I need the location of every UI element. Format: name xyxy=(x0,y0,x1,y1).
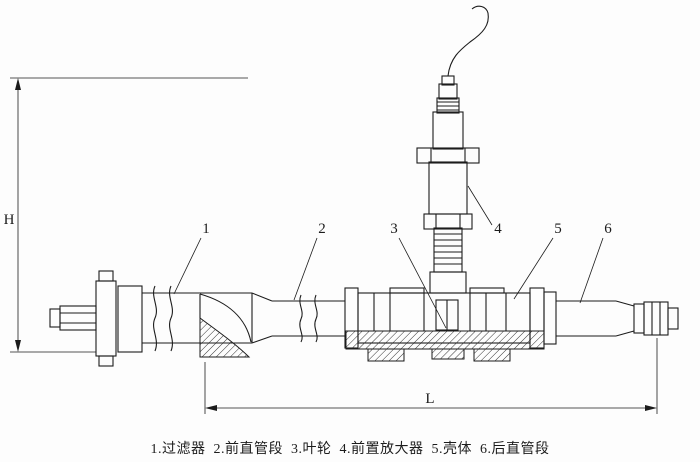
callout-2: 2 xyxy=(293,221,326,301)
filter-screen-arc xyxy=(199,293,252,343)
callout-2-leader xyxy=(293,237,318,301)
lock-nut xyxy=(423,213,473,230)
reducer-right xyxy=(615,330,635,337)
callout-3-label: 3 xyxy=(390,221,398,237)
l-dimension-label: L xyxy=(425,391,434,407)
housing-ring xyxy=(389,287,425,294)
pipe-break-line xyxy=(299,294,303,343)
preamplifier-stack xyxy=(416,5,489,294)
caption-item-5: 5.壳体 xyxy=(431,442,472,457)
rear-straight-pipe xyxy=(556,300,635,337)
housing-section-hatch xyxy=(345,330,545,350)
callout-6-leader xyxy=(579,237,604,304)
caption-item-1: 1.过滤器 xyxy=(150,442,206,457)
housing-ring xyxy=(469,287,505,294)
callout-1: 1 xyxy=(173,221,210,295)
h-dimension: H xyxy=(4,77,248,353)
h-dimension-label: H xyxy=(4,212,15,228)
threaded-neck xyxy=(433,227,463,273)
caption-item-4: 4.前置放大器 xyxy=(339,442,424,457)
callout-5: 5 xyxy=(513,221,562,300)
inlet-fitting xyxy=(49,305,97,331)
upper-column xyxy=(432,111,464,150)
callout-5-label: 5 xyxy=(554,221,562,237)
housing-section-hatch xyxy=(431,348,465,360)
callout-4-label: 4 xyxy=(494,221,502,237)
caption-item-6: 6.后直管段 xyxy=(480,442,550,457)
l-arrow-right xyxy=(645,405,657,411)
pipe-break-line xyxy=(153,285,157,352)
reducer-right xyxy=(615,300,635,307)
callout-6-label: 6 xyxy=(604,221,612,237)
housing-section-hatch xyxy=(367,348,405,362)
caption-item-3: 3.叶轮 xyxy=(291,442,332,457)
stack-base xyxy=(429,271,467,294)
flange-bolt-top xyxy=(98,270,114,282)
callout-5-leader xyxy=(513,237,554,300)
reducer-left xyxy=(251,292,273,344)
pipe-break-line xyxy=(169,285,173,352)
signal-cable xyxy=(447,5,489,77)
outlet-fitting xyxy=(633,301,679,336)
l-arrow-left xyxy=(205,405,217,411)
callout-4: 4 xyxy=(467,185,502,237)
figure-caption: 1.过滤器 2.前直管段 3.叶轮 4.前置放大器 5.壳体 6.后直管段 xyxy=(0,438,700,458)
pipe-break-line xyxy=(314,294,318,343)
housing-section-hatch xyxy=(473,348,511,362)
callout-3-leader xyxy=(398,237,447,329)
inlet-flange xyxy=(95,270,143,367)
h-arrow-up xyxy=(15,78,21,90)
callout-1-label: 1 xyxy=(202,221,210,237)
filter-screen-hatch xyxy=(199,317,251,358)
caption-item-2: 2.前直管段 xyxy=(213,442,283,457)
h-arrow-down xyxy=(15,340,21,352)
preamplifier-body xyxy=(428,161,468,215)
front-straight-pipe xyxy=(272,294,345,343)
callout-1-leader xyxy=(173,237,202,295)
callout-6: 6 xyxy=(579,221,612,304)
l-dimension: L xyxy=(204,338,658,414)
callout-4-leader xyxy=(467,185,493,226)
outlet-flange-plate xyxy=(543,291,557,345)
diagram-canvas: H L xyxy=(4,5,679,414)
connector-cap xyxy=(438,83,458,100)
callout-2-label: 2 xyxy=(318,221,326,237)
flange-bolt-bottom xyxy=(98,355,114,367)
filter-section xyxy=(142,285,253,358)
callout-3: 3 xyxy=(390,221,447,329)
meter-housing xyxy=(344,287,557,362)
hex-flange xyxy=(416,147,480,164)
